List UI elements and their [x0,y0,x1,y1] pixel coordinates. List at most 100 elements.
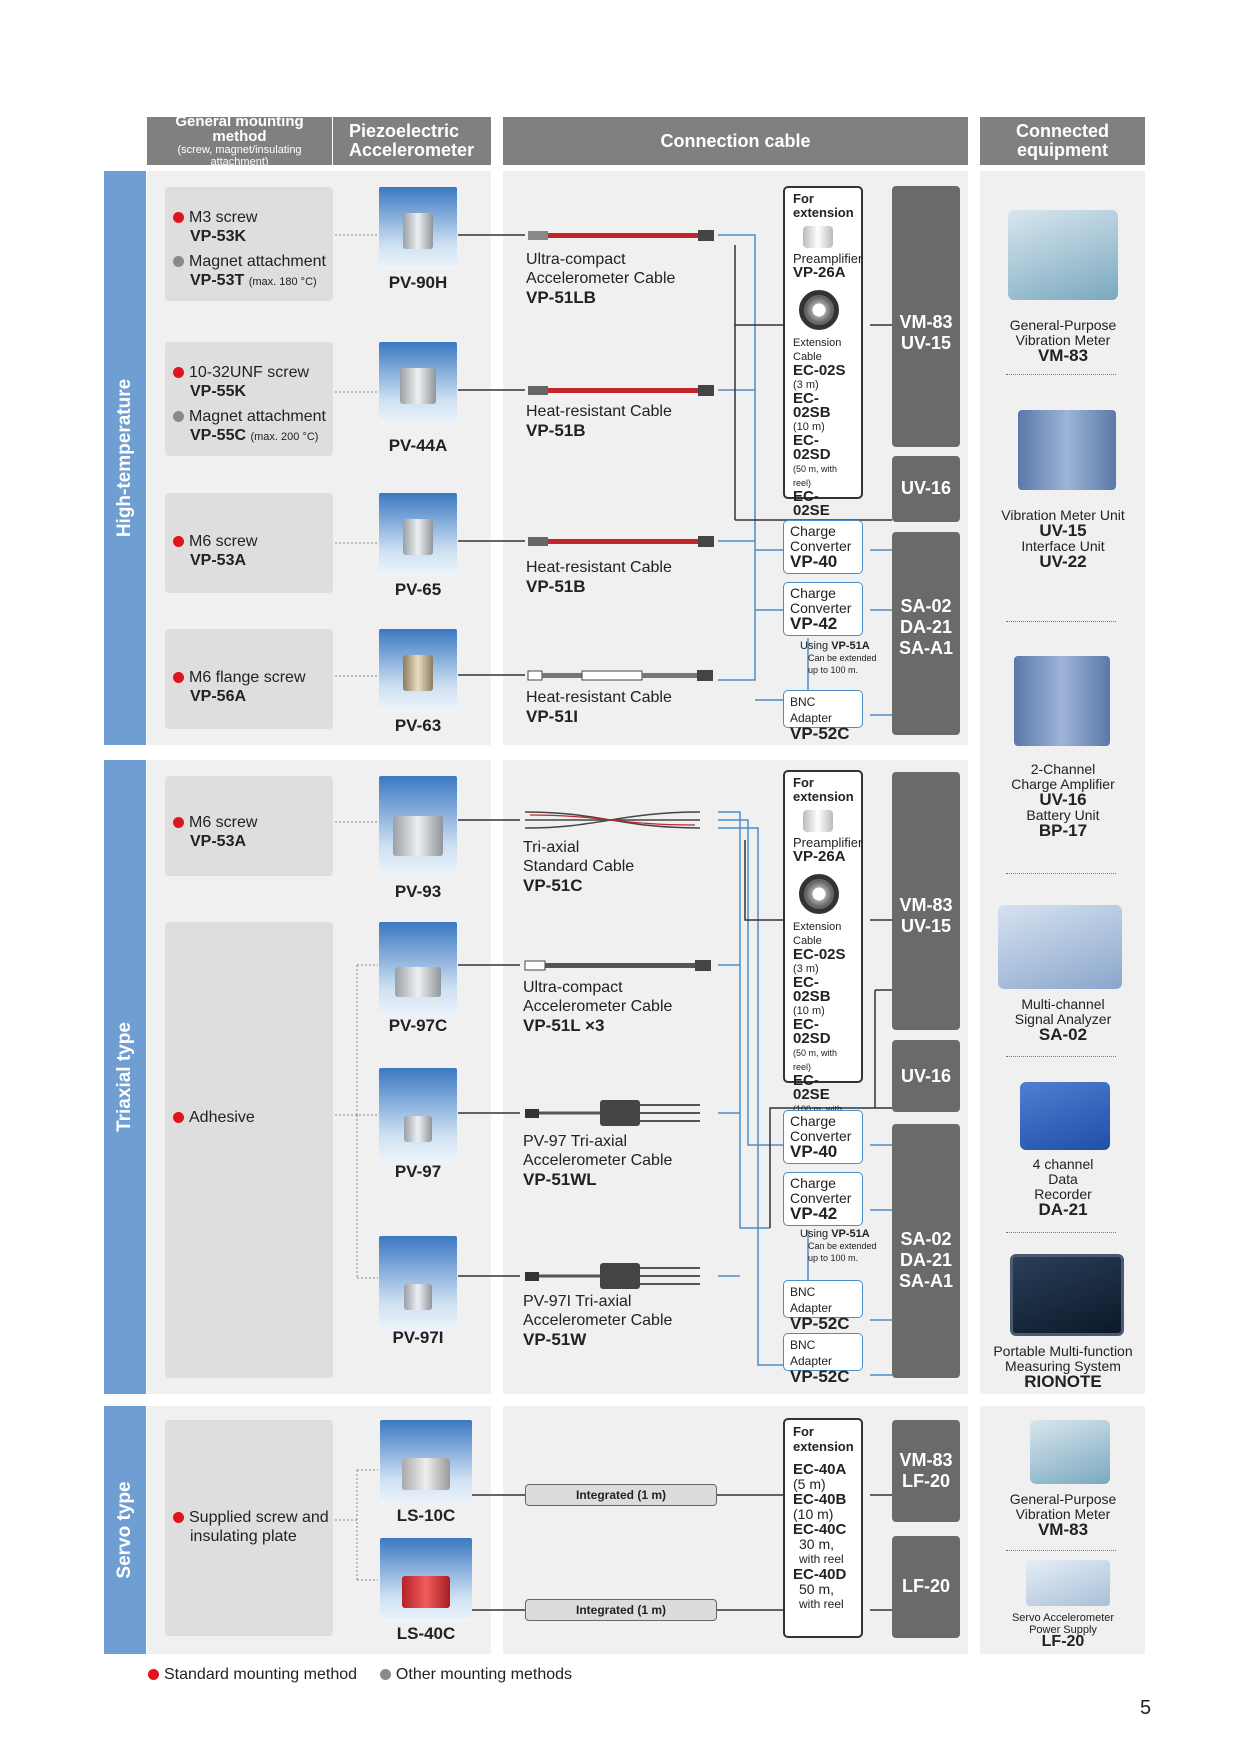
eq3-code2: BP-17 [1038,821,1088,840]
tri-d-vm83: VM-83 [899,895,953,915]
ht-d-sa02: SA-02 [900,596,952,616]
sensor-image-pv97c [379,922,457,1017]
tri-ext-preamp-code: VP-26A [793,848,846,865]
ht-c2-l1: Heat-resistant Cable [526,403,672,420]
tri-using-code: VP-51A [831,1228,870,1240]
legend-standard: Standard mounting method [164,1666,358,1683]
ht-cv1-code: VP-40 [790,552,838,571]
preamplifier-icon [803,810,833,832]
sensor-image-pv63 [379,629,457,711]
ht-m2-a: 10-32UNF screw [189,364,310,381]
servo-x3n1: 30 m, [799,1536,835,1552]
header-accel-line2: Accelerometer [349,140,475,160]
cable-reel-icon [799,874,839,914]
servo-ext-for: For [793,1424,814,1439]
tri-c2-code: VP-51L ×3 [523,1016,605,1035]
tri-ext-e1: EC-02S [793,946,846,963]
ht-c2-code: VP-51B [526,421,586,440]
red-dot-icon [173,672,184,683]
tri-c1-l1: Tri-axial [523,839,580,856]
tri-mount-2: Adhesive [173,1108,255,1127]
equip-separator [1006,374,1116,375]
header-equip-line2: equipment [1016,140,1108,160]
eq7-code: VM-83 [1037,1520,1089,1539]
red-dot-icon [173,212,184,223]
sensor-label-ls10c: LS-10C [396,1506,456,1525]
tri-m2-a: Adhesive [189,1109,255,1126]
ht-ext-for: For [793,191,814,206]
sensor-label-pv65: PV-65 [394,580,442,599]
ht-d-da21: DA-21 [899,617,952,637]
eq8-l2: Power Supply [1029,1624,1097,1636]
sensor-image-pv44a [379,342,457,424]
servo-d-vm83: VM-83 [899,1450,953,1470]
servo-d-lf20: LF-20 [901,1471,950,1491]
ht-m3-a-code: VP-53A [190,552,247,569]
equip-separator [1006,873,1116,874]
ht-m2-b-code: VP-55C [190,427,247,444]
legend-other: Other mounting methods [395,1666,573,1683]
equipment-image-lf20 [1026,1560,1110,1606]
tri-bnc1-label: BNC Adapter [790,1285,833,1315]
eq3-l3: Battery Unit [1026,807,1100,823]
equipment-image-rionote [1010,1254,1124,1336]
red-dot-icon [173,1512,184,1523]
panel-tri-cable [503,760,968,1394]
ht-cv1-charge: Charge [790,523,836,539]
tri-ext-e2n: (10 m) [793,1005,825,1017]
eq5-l3: Recorder [1034,1186,1092,1202]
tri-d-uv15: UV-15 [900,916,952,936]
tri-ext-preamp: Preamplifier [793,835,863,850]
sensor-label-pv63: PV-63 [394,716,442,735]
ht-c4-l1: Heat-resistant Cable [526,689,672,706]
tri-cv1-converter: Converter [790,1128,852,1144]
sensor-label-pv93: PV-93 [394,882,442,901]
ht-ext-e1: EC-02S [793,362,846,379]
ht-m2-b-note: (max. 200 °C) [250,431,319,443]
ht-c3-code: VP-51B [526,577,586,596]
tri-ext-e1n: (3 m) [793,963,819,975]
equipment-image-sa02 [998,905,1122,989]
servo-x4: EC-40D [793,1566,847,1583]
ht-m1-a: M3 screw [189,209,258,226]
ht-cv2-converter: Converter [790,600,852,616]
eq4-l1: Multi-channel [1021,996,1105,1012]
preamplifier-icon [803,226,833,248]
section-high-temperature: High-temperature [104,171,146,745]
servo-mount-l1: Supplied screw and [189,1509,329,1526]
ht-ext-e2n: (10 m) [793,421,825,433]
servo-mount: Supplied screw and insulating plate [173,1508,329,1546]
eq6-code: RIONOTE [1024,1372,1102,1391]
tri-m1-a-code: VP-53A [190,833,247,850]
tri-bnc2-code: VP-52C [790,1367,850,1386]
tri-c4-code: VP-51W [523,1330,587,1349]
tri-can-ext: Can be extended [808,1241,877,1251]
ht-m4-a-code: VP-56A [190,688,247,705]
ht-ext-e4: EC-02SE [793,488,830,519]
ht-bnc-label: BNC Adapter [790,695,833,725]
tri-d-saa1: SA-A1 [898,1271,953,1291]
gray-dot-icon [379,1669,391,1680]
ht-bnc-code: VP-52C [790,724,850,743]
mount-box-servo [165,1420,333,1636]
tri-ext-cable: Extension Cable [793,921,842,947]
sensor-label-pv97: PV-97 [394,1162,442,1181]
section-triaxial: Triaxial type [104,760,146,1394]
tri-up-to: up to 100 m. [808,1253,859,1263]
header-accel-line1: Piezoelectric [349,121,460,142]
eq1-l1: General-Purpose [1009,317,1117,333]
servo-mount-l2: insulating plate [190,1528,297,1545]
tri-bnc2-label: BNC Adapter [790,1338,833,1368]
servo-x4n1: 50 m, [799,1581,835,1597]
tri-d-sa02: SA-02 [900,1229,952,1249]
